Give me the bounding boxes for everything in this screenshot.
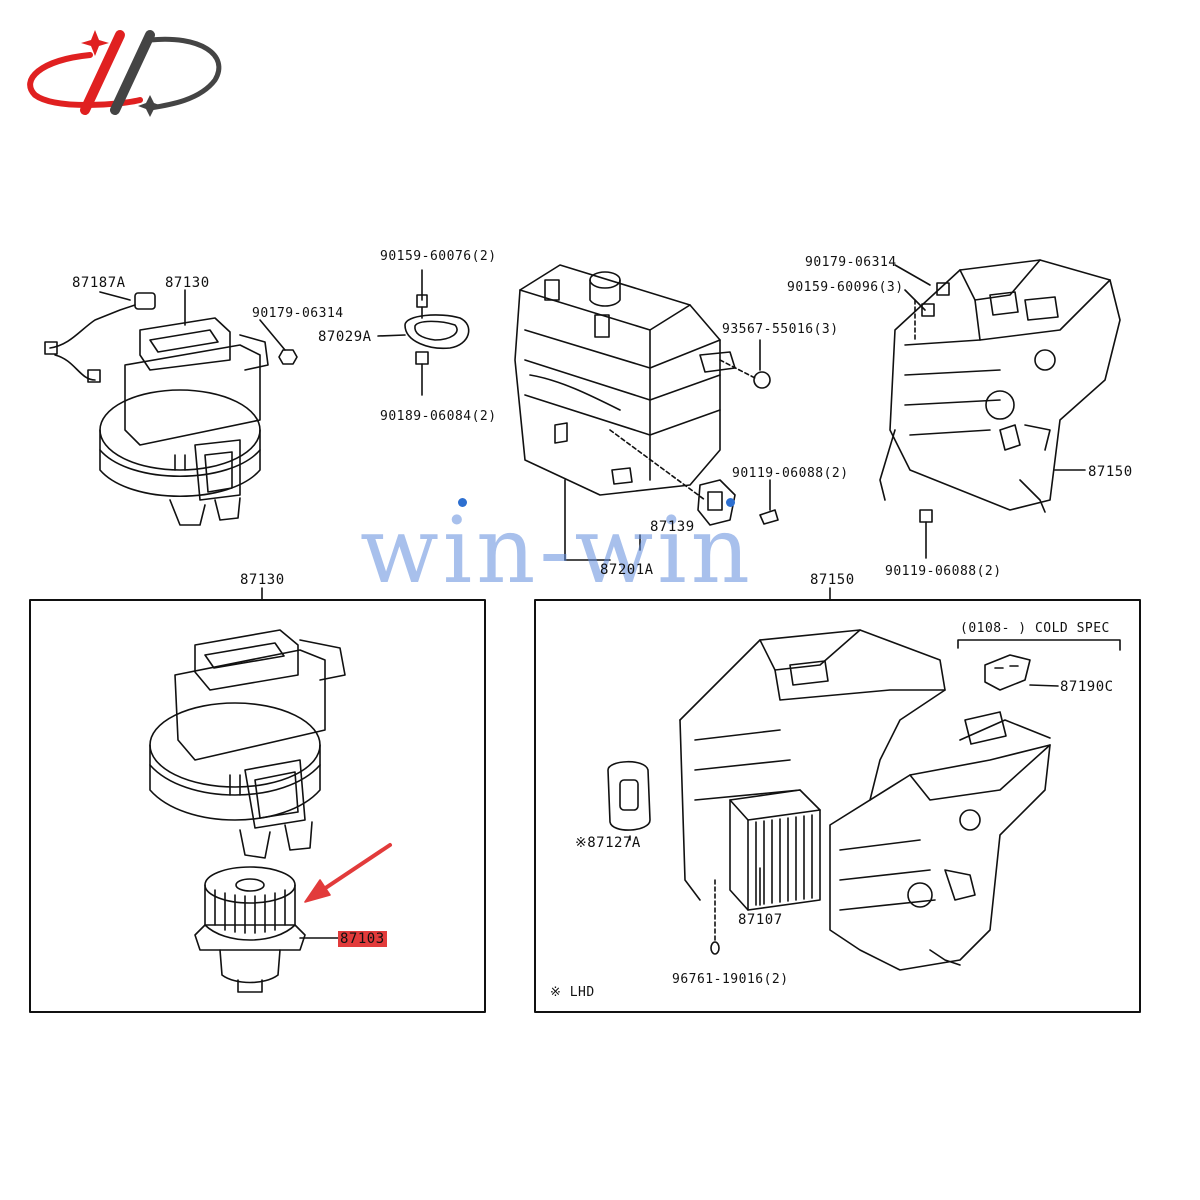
label-90179-06314-left: 90179-06314 [252, 306, 344, 321]
label-90179-06314-right: 90179-06314 [805, 255, 897, 270]
label-87187A: 87187A [72, 275, 126, 291]
heater-unit-box-icon [679, 629, 1051, 971]
heater-box-frame [534, 599, 1141, 1013]
red-arrow-icon [304, 879, 331, 903]
blower-motor-87103-icon [194, 866, 306, 993]
watermark-dot-left [458, 498, 467, 507]
label-87150-top: 87150 [1088, 464, 1133, 480]
heater-core-87107-icon [729, 789, 821, 911]
label-90119-06088-right: 90119-06088(2) [885, 564, 1002, 579]
label-87103-highlighted: 87103 [338, 931, 387, 947]
clip-87127A-icon [607, 760, 651, 831]
gasket-87029A-icon [377, 269, 470, 396]
label-93567-55016: 93567-55016(3) [722, 322, 839, 337]
blower-assembly-box-icon [149, 629, 346, 859]
watermark: win-win [360, 497, 754, 604]
label-87150-box: 87150 [810, 572, 855, 588]
bracket-87190C-icon [984, 654, 1031, 691]
resistor-87139-icon [697, 479, 736, 526]
label-90189-06084: 90189-06084(2) [380, 409, 497, 424]
label-87029A: 87029A [318, 329, 372, 345]
heater-unit-top-icon [879, 259, 1121, 513]
win-win-logo-icon [27, 30, 222, 117]
evaporator-housing-icon [514, 264, 736, 496]
label-87190C: 87190C [1060, 679, 1114, 695]
label-87127A: ※87127A [575, 835, 641, 851]
label-90119-06088-mid: 90119-06088(2) [732, 466, 849, 481]
label-87130-box: 87130 [240, 572, 285, 588]
label-87139: 87139 [650, 519, 695, 535]
label-90159-60076: 90159-60076(2) [380, 249, 497, 264]
label-87107: 87107 [738, 912, 783, 928]
blower-assembly-top-icon [44, 292, 298, 526]
label-cold-spec: (0108- ) COLD SPEC [960, 621, 1110, 636]
label-90159-60096: 90159-60096(3) [787, 280, 904, 295]
label-87130-top: 87130 [165, 275, 210, 291]
label-lhd-note: ※ LHD [550, 985, 595, 1000]
label-96761-19016: 96761-19016(2) [672, 972, 789, 987]
blower-box-frame [29, 599, 486, 1013]
watermark-dot-right [726, 498, 735, 507]
label-87201A: 87201A [600, 562, 654, 578]
